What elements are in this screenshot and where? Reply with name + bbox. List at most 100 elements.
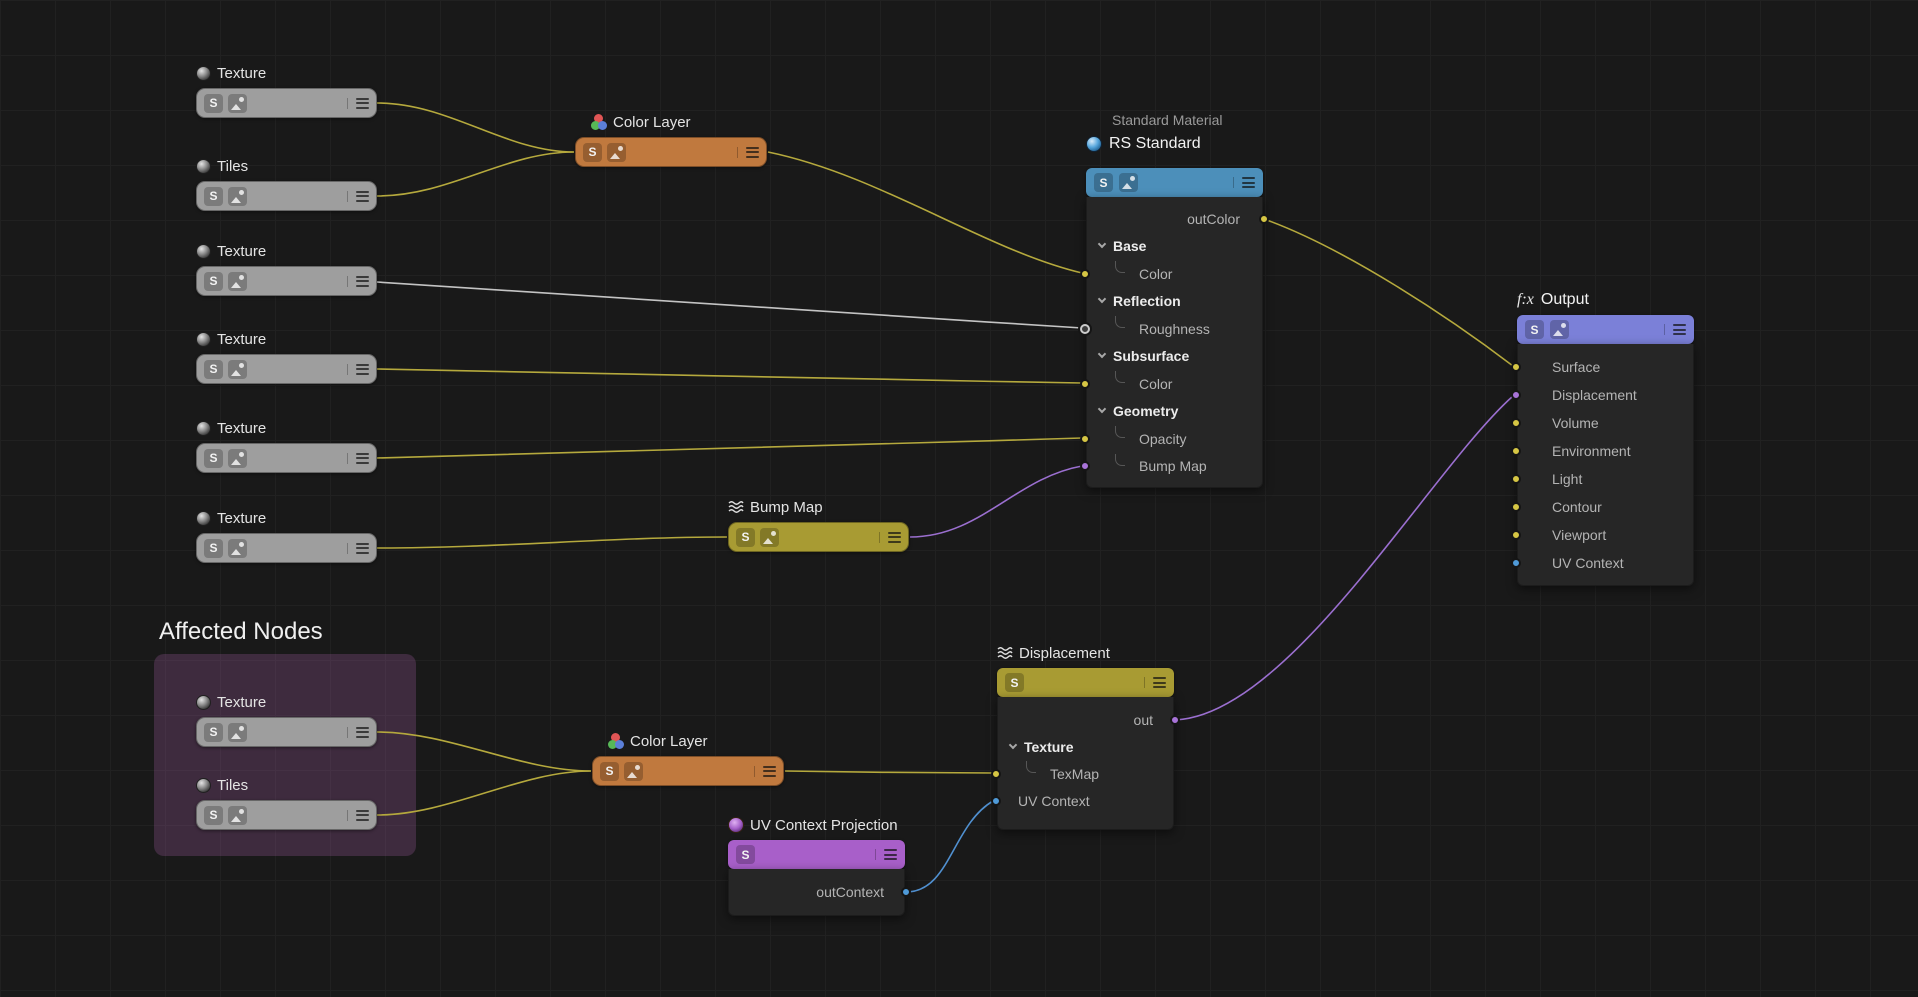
menu-icon[interactable] [347,809,369,821]
port-label: Opacity [1139,430,1187,447]
node-title-row: Displacement [997,643,1174,663]
port-row-roughness[interactable]: Roughness [1080,315,1262,343]
wire-uvprojection-uvcontext[interactable] [905,800,994,893]
group-row-reflection[interactable]: Reflection [1087,288,1262,316]
port-row-light[interactable]: Light [1511,465,1693,493]
node-title: Texture [217,242,267,260]
rs-standard-header[interactable]: S [1086,168,1263,197]
menu-icon[interactable] [347,275,369,287]
port-row-texmap[interactable]: TexMap [991,760,1173,787]
port-base-color[interactable] [1080,268,1090,279]
menu-icon[interactable] [347,363,369,375]
tiles-node-bar[interactable]: S [196,181,377,211]
menu-icon[interactable] [347,97,369,109]
menu-icon[interactable] [347,190,369,202]
port-row-outcolor[interactable]: outColor [1087,205,1269,233]
port-row-environment[interactable]: Environment [1511,437,1693,465]
wire-texture6-bumpmap[interactable] [376,536,728,549]
wire-colorlayer-basecolor[interactable] [767,151,1083,274]
port-outcontext[interactable] [901,887,911,897]
displacement-header[interactable]: S [997,668,1174,697]
wire-texture1-colorlayer[interactable] [376,102,575,153]
group-row-base[interactable]: Base [1087,233,1262,261]
wire-outcolor-surface[interactable] [1263,218,1514,367]
port-row-out[interactable]: out [998,706,1180,733]
port-row-uv-context[interactable]: UV Context [991,787,1173,814]
port-bump-map[interactable] [1080,461,1090,472]
port-uv-context-in[interactable] [991,795,1001,806]
wire-texture5-opacity[interactable] [376,437,1083,459]
uv-projection-header[interactable]: S [728,840,905,869]
menu-icon[interactable] [347,452,369,464]
wire-texture3-roughness[interactable] [376,281,1083,329]
menu-icon[interactable] [1664,324,1686,335]
port-volume[interactable] [1511,418,1521,428]
menu-icon[interactable] [875,849,897,860]
texture-ball-icon [196,243,211,259]
texture-node-bar[interactable]: S [196,443,377,473]
node-title: Displacement [1019,644,1110,662]
group-row-geometry[interactable]: Geometry [1087,398,1262,426]
group-row-subsurface[interactable]: Subsurface [1087,343,1262,371]
node-title-row: Color Layer [591,112,767,132]
port-outcolor[interactable] [1259,213,1269,224]
group-row-texture[interactable]: Texture [998,733,1173,760]
port-row-bump-map[interactable]: Bump Map [1080,453,1262,481]
wire-bumpmap-rs[interactable] [909,465,1083,538]
menu-icon[interactable] [1233,177,1255,188]
port-subsurface-color[interactable] [1080,378,1090,389]
wire-tiles-colorlayer[interactable] [376,151,575,197]
wire-colorlayer2-texmap[interactable] [784,770,994,774]
wire-texture4-subsurface-color[interactable] [376,368,1083,384]
port-row-opacity[interactable]: Opacity [1080,425,1262,453]
texture-node-bar[interactable]: S [196,354,377,384]
affected-texture-node: Texture S [196,692,377,747]
port-row-contour[interactable]: Contour [1511,493,1693,521]
displacement-body: out Texture TexMap UV Context [991,697,1180,830]
menu-icon[interactable] [347,726,369,738]
texture-node-bar[interactable]: S [196,717,377,747]
tiles-node-bar[interactable]: S [196,800,377,830]
menu-icon[interactable] [754,765,776,777]
port-light[interactable] [1511,474,1521,484]
menu-icon[interactable] [347,542,369,554]
port-viewport[interactable] [1511,530,1521,540]
s-badge-icon: S [204,186,223,206]
port-out[interactable] [1170,714,1180,725]
port-texmap[interactable] [991,768,1001,779]
node-title-row: f:x Output [1517,288,1694,312]
port-environment[interactable] [1511,446,1521,456]
texture-node-bar[interactable]: S [196,88,377,118]
child-connector [1115,371,1125,383]
menu-icon[interactable] [737,146,759,158]
chevron-down-icon [1097,240,1107,249]
port-row-volume[interactable]: Volume [1511,409,1693,437]
menu-icon[interactable] [879,531,901,543]
node-title: Bump Map [750,498,823,516]
affected-tiles-node: Tiles S [196,775,377,830]
chevron-down-icon [1097,405,1107,414]
port-row-subsurface-color[interactable]: Color [1080,370,1262,398]
node-title: Tiles [217,776,249,794]
port-row-base-color[interactable]: Color [1080,260,1262,288]
menu-icon[interactable] [1144,677,1166,688]
image-badge-icon [228,448,247,468]
port-row-viewport[interactable]: Viewport [1511,521,1693,549]
color-layer-bar[interactable]: S [575,137,767,167]
texture-node-3: Texture S [196,329,377,384]
output-header[interactable]: S [1517,315,1694,344]
port-row-surface[interactable]: Surface [1511,353,1693,381]
port-uv-context[interactable] [1511,558,1521,568]
group-label: Texture [1024,738,1074,755]
port-contour[interactable] [1511,502,1521,512]
texture-node-bar[interactable]: S [196,266,377,296]
texture-node-bar[interactable]: S [196,533,377,563]
bump-map-bar[interactable]: S [728,522,909,552]
port-row-displacement[interactable]: Displacement [1511,381,1693,409]
port-surface[interactable] [1511,362,1521,372]
port-displacement[interactable] [1511,390,1521,400]
port-roughness[interactable] [1080,323,1090,334]
port-row-uv-context[interactable]: UV Context [1511,549,1693,577]
color-layer-bar[interactable]: S [592,756,784,786]
port-opacity[interactable] [1080,433,1090,444]
